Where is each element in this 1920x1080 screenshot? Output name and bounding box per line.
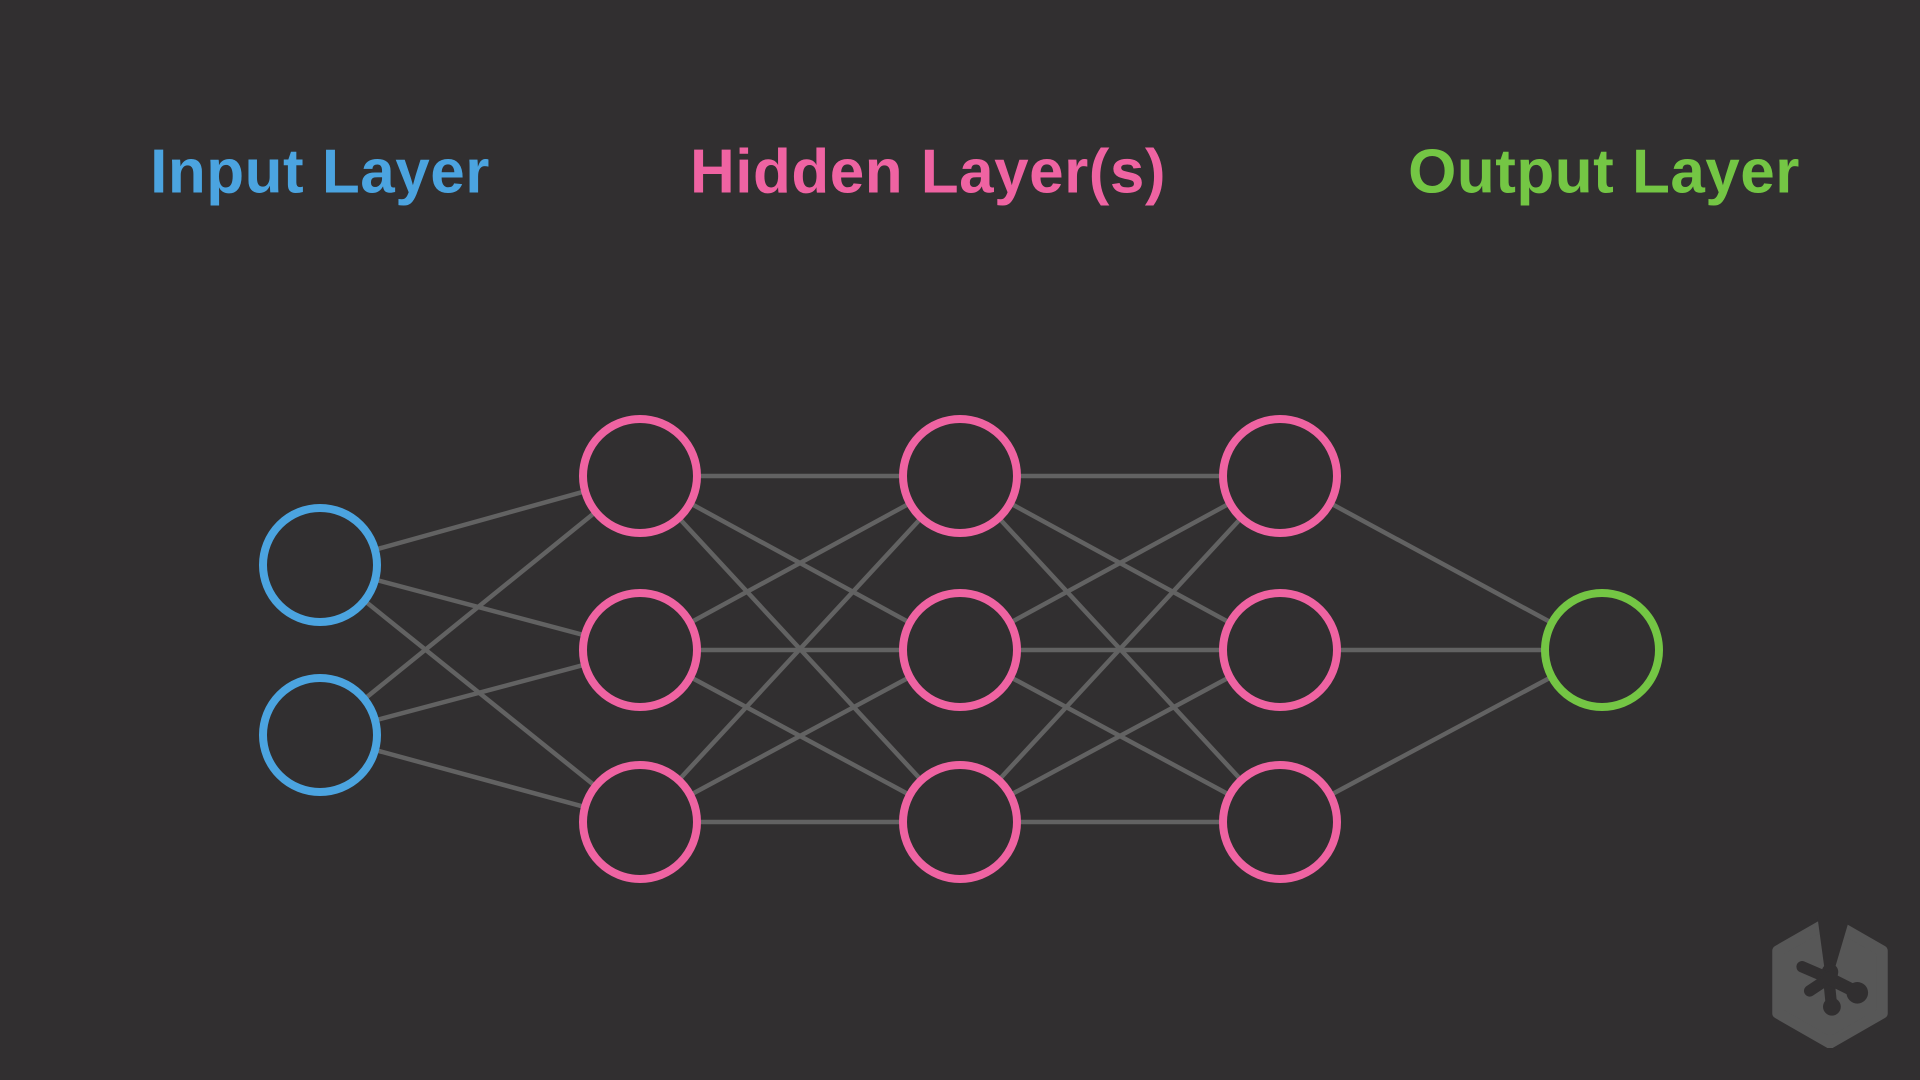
hidden-layer-1-node-1	[579, 415, 701, 537]
connection-line	[318, 474, 642, 737]
hidden-layer-3-node-2	[1219, 589, 1341, 711]
hidden-layer-2-node-1	[899, 415, 1021, 537]
output-layer-label: Output Layer	[1408, 137, 1800, 207]
hidden-layer-2-node-3	[899, 761, 1021, 883]
output-layer-node-1	[1541, 589, 1663, 711]
logo-foot-cutout	[1796, 916, 1869, 1016]
connection-line	[638, 474, 962, 824]
connection-line	[958, 474, 1282, 824]
treehouse-logo-icon	[1772, 916, 1888, 1048]
input-layer-label: Input Layer	[150, 137, 490, 207]
hidden-layer-1-node-3	[579, 761, 701, 883]
hidden-layer-label: Hidden Layer(s)	[689, 137, 1167, 207]
input-layer-node-2	[259, 674, 381, 796]
connection-line	[1278, 474, 1604, 652]
hidden-layer-3-node-1	[1219, 415, 1341, 537]
hidden-layer-2-node-2	[899, 589, 1021, 711]
input-layer-node-1	[259, 504, 381, 626]
hidden-layer-3-node-3	[1219, 761, 1341, 883]
hidden-layer-1-node-2	[579, 589, 701, 711]
